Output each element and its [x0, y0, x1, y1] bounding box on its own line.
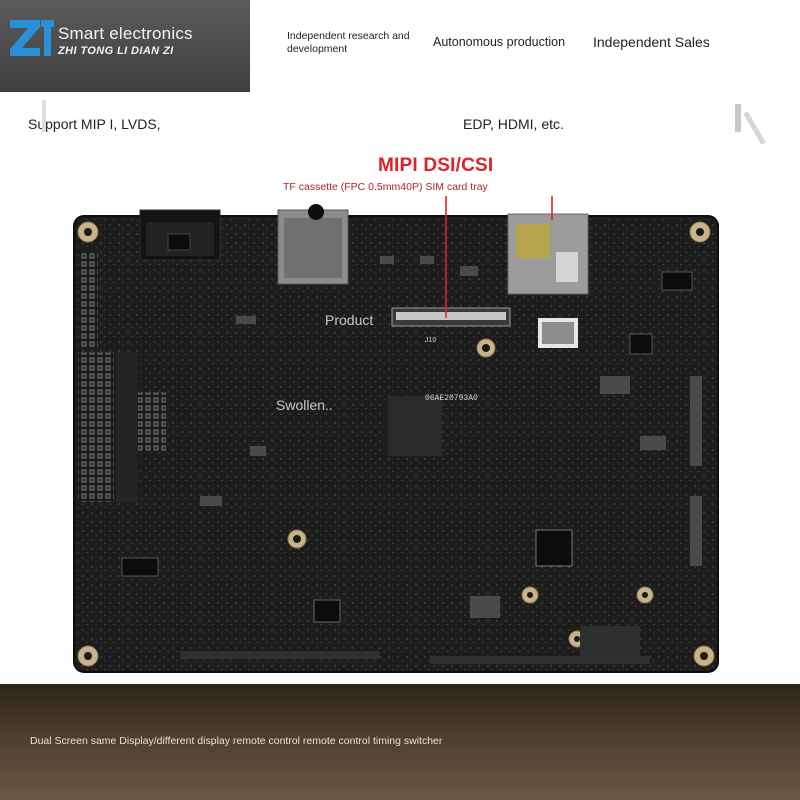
silk-code: 06AE20793A0	[425, 394, 478, 403]
footer-banner: Dual Screen same Display/different displ…	[0, 684, 800, 800]
pin-header	[80, 252, 98, 348]
silk-j10: J10	[425, 337, 436, 344]
watermark-product: Product	[325, 312, 374, 328]
interface-title: MIPI DSI/CSI	[378, 155, 494, 176]
brand-subtitle: ZHI TONG LI DIAN ZI	[58, 45, 174, 57]
interface-note: TF cassette (FPC 0.5mm40P) SIM card tray	[283, 181, 488, 193]
chip	[313, 599, 341, 623]
tagline-sales: Independent Sales	[593, 34, 710, 50]
chip	[535, 529, 573, 567]
watermark-swollen: Swollen..	[276, 397, 333, 413]
chip	[121, 557, 159, 577]
decor-bar	[743, 111, 766, 145]
chip	[661, 271, 693, 291]
zt-logo-icon	[10, 20, 54, 56]
decor-bar	[42, 100, 46, 132]
pcb-board-photo: J10 06AE20793A0 Product Swollen..	[0, 196, 800, 684]
brand-name: Smart electronics	[58, 24, 193, 43]
brand-logo-tile: Smart electronics ZHI TONG LI DIAN ZI	[0, 0, 250, 92]
footer-caption: Dual Screen same Display/different displ…	[30, 735, 443, 747]
decor-bar	[735, 104, 741, 132]
chip	[629, 333, 653, 355]
support-interfaces-right: EDP, HDMI, etc.	[463, 116, 564, 132]
support-interfaces-left: Support MIP I, LVDS,	[28, 116, 161, 132]
tagline-research: Independent research and development	[287, 30, 410, 55]
chip	[167, 233, 191, 251]
pin-header	[138, 392, 166, 452]
pcb-board-illustration: J10 06AE20793A0	[73, 196, 719, 673]
header-banner: Smart electronics ZHI TONG LI DIAN ZI In…	[0, 0, 800, 92]
pin-header	[78, 352, 114, 502]
tagline-production: Autonomous production	[433, 35, 566, 49]
